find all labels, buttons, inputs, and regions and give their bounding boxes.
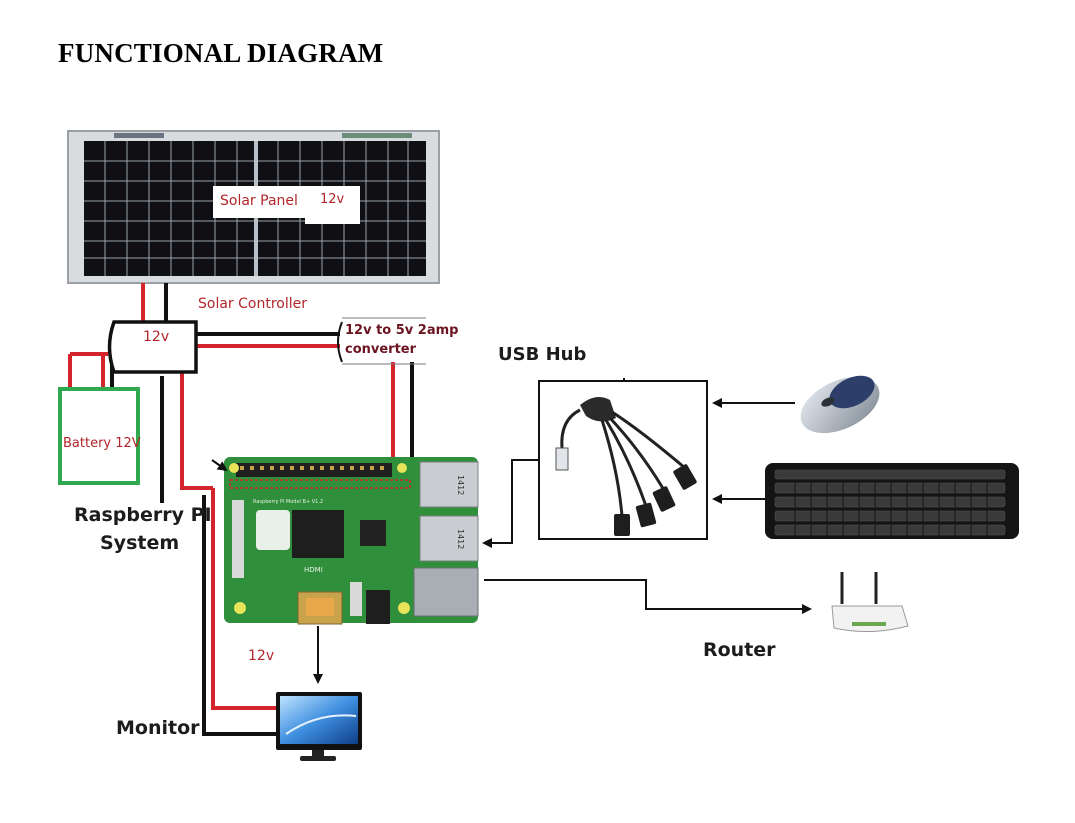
raspberry-pi-label-line1: Raspberry PI (74, 504, 212, 526)
solar-panel-voltage: 12v (320, 192, 344, 207)
monitor (276, 692, 362, 761)
converter-label-line2: converter (345, 341, 416, 359)
pi-to-router-arrow (484, 580, 810, 609)
hub-to-pi-arrow (484, 460, 539, 543)
solar-controller-label: Solar Controller (198, 296, 307, 312)
battery-label: Battery 12V (63, 436, 141, 451)
raspberry-pi-label-line2: System (100, 532, 179, 554)
controller-voltage: 12v (143, 329, 169, 345)
board-model-text: Raspberry Pi Model B+ V1.2 (253, 499, 323, 505)
usb-hub-label: USB Hub (498, 344, 586, 365)
solar-panel-label: Solar Panel (220, 193, 298, 209)
usb-port-code-1: 1412 (456, 475, 465, 495)
monitor-voltage: 12v (248, 648, 274, 664)
keyboard (765, 463, 1019, 539)
raspberry-pi-board: Raspberry Pi Model B+ V1.2 HDMI 1412 141… (212, 457, 478, 624)
mouse (792, 365, 888, 444)
router (832, 572, 908, 632)
monitor-label: Monitor (116, 717, 200, 739)
converter-label-line1: 12v to 5v 2amp (345, 322, 458, 340)
board-hdmi-text: HDMI (304, 566, 323, 574)
router-label: Router (703, 639, 776, 661)
usb-port-code-2: 1412 (456, 529, 465, 549)
